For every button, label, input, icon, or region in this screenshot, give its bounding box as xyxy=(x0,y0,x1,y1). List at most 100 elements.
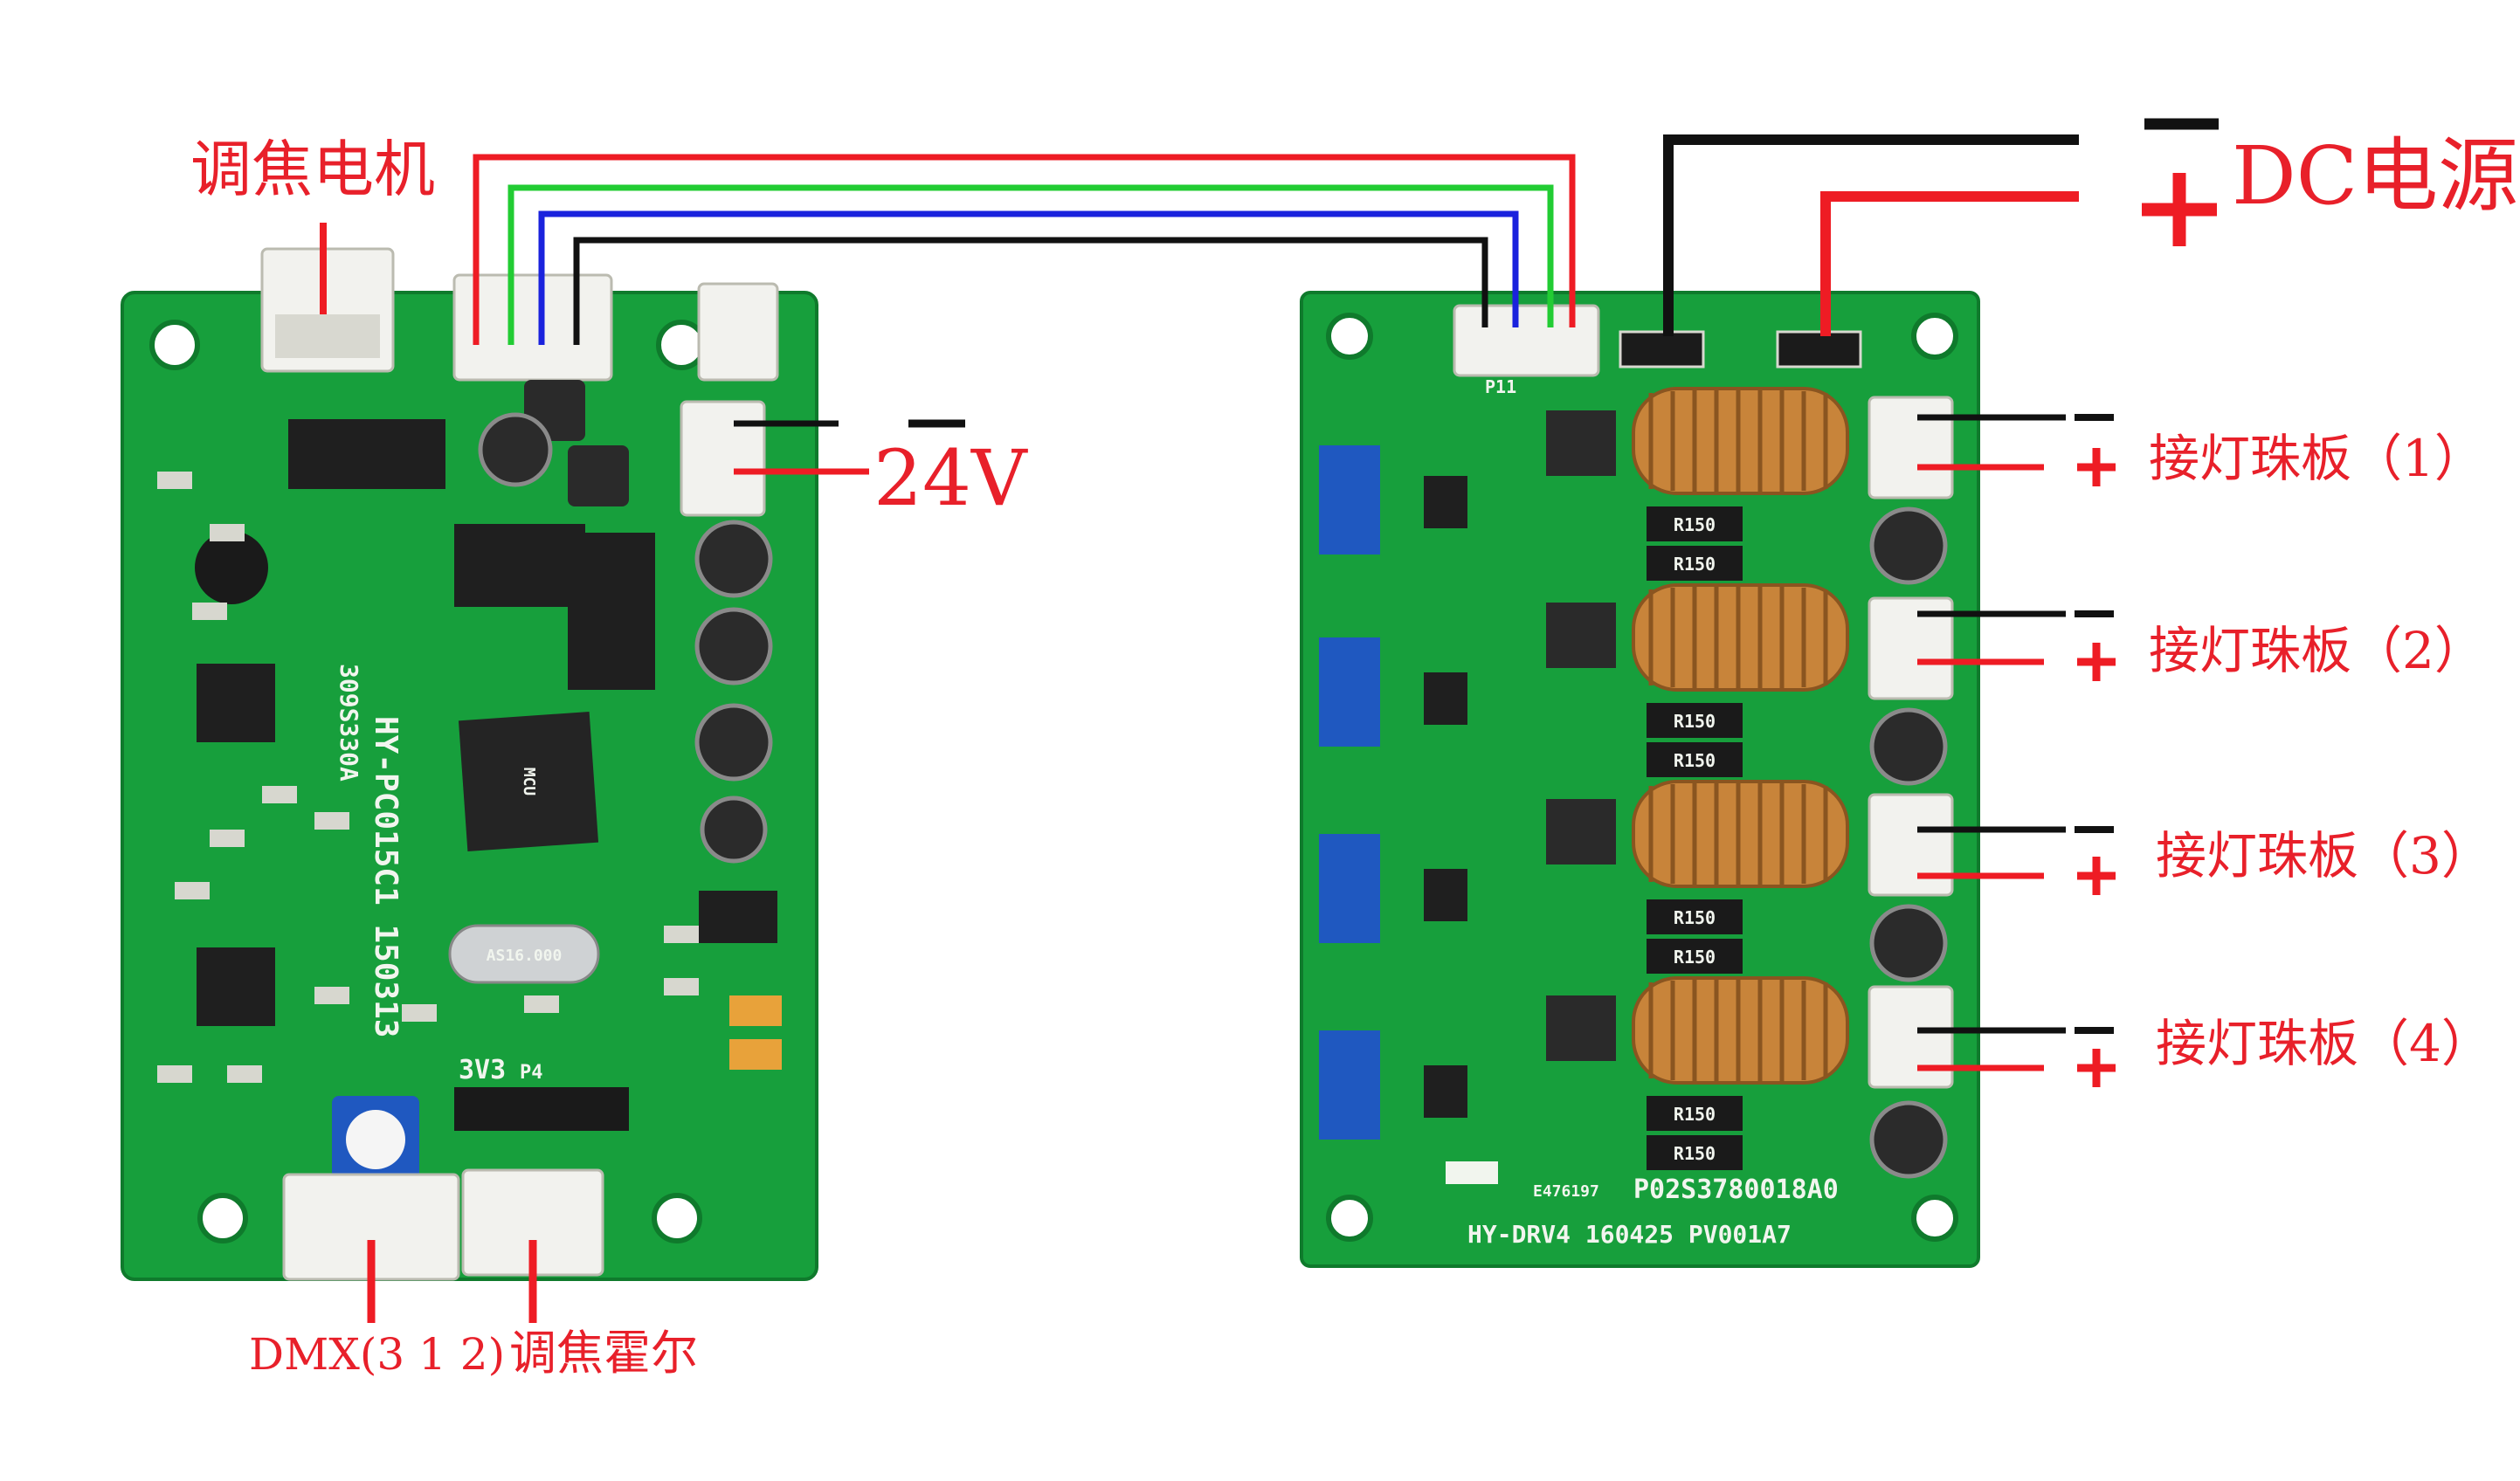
p11-connector xyxy=(1453,304,1600,377)
capacitor xyxy=(1869,707,1948,786)
smd-components xyxy=(157,472,699,1083)
mount-hole xyxy=(1911,1195,1958,1242)
mosfet xyxy=(1546,410,1616,476)
trim-pot xyxy=(1319,834,1380,943)
label-3v3: 3V3 xyxy=(459,1055,506,1085)
output-connector-3 xyxy=(1868,793,1954,897)
mount-hole xyxy=(656,320,707,370)
resistor xyxy=(1647,506,1743,541)
opamp-ic-2 xyxy=(197,947,275,1026)
capacitor xyxy=(694,703,773,782)
driver-board: P11 R150 R150 xyxy=(1300,291,1980,1268)
capacitor xyxy=(1869,904,1948,982)
mount-hole xyxy=(197,1193,248,1243)
mount-hole xyxy=(1326,1195,1373,1242)
mount-hole xyxy=(1326,313,1373,360)
mount-hole xyxy=(149,320,200,370)
trim-pot xyxy=(1319,445,1380,555)
toroid-inductor xyxy=(1632,976,1849,1085)
channel-2: R150 R150 xyxy=(1319,583,1954,786)
resistor-marking: R150 xyxy=(1674,750,1716,771)
mosfet xyxy=(1546,603,1616,668)
channel-4: R150 R150 xyxy=(1319,976,1954,1179)
driver-ic-2 xyxy=(568,533,655,690)
microphone xyxy=(195,531,268,604)
resistor-marking: R150 xyxy=(1674,1104,1716,1125)
channel-1: R150 R150 xyxy=(1319,387,1954,585)
label-dc-power: DC电源 xyxy=(2232,129,2518,223)
label-led-board-1: 接灯珠板（1） xyxy=(2149,429,2485,488)
mount-hole xyxy=(1911,313,1958,360)
crystal xyxy=(448,924,600,984)
transistor-array xyxy=(454,524,585,607)
trim-pot xyxy=(1319,1030,1380,1140)
label-p11: P11 xyxy=(1485,376,1516,397)
output-connector-2 xyxy=(1868,596,1954,700)
capacitor xyxy=(694,520,773,598)
resistor-marking: R150 xyxy=(1674,947,1716,968)
label-p4: P4 xyxy=(520,1062,543,1084)
resistor-marking: R150 xyxy=(1674,711,1716,732)
mosfet xyxy=(1546,799,1616,864)
tantalum-cap xyxy=(729,995,782,1026)
yms-marking: YMS xyxy=(1458,1165,1487,1183)
capacitor xyxy=(478,412,553,487)
label-focus-hall: 调焦霍尔 xyxy=(509,1326,698,1381)
opamp-ic xyxy=(197,664,275,742)
resistor xyxy=(1647,1096,1743,1131)
dc-wire-black xyxy=(1663,134,2079,336)
voltage-regulator xyxy=(699,891,777,943)
inductor xyxy=(568,445,629,506)
e-number-marking: E476197 xyxy=(1533,1182,1599,1201)
mosfet xyxy=(1546,995,1616,1061)
output-connector-4 xyxy=(1868,985,1954,1089)
label-dmx: DMX(3 1 2) xyxy=(249,1329,505,1380)
controller-sub-marking: 309S330A xyxy=(335,664,363,782)
capacitor xyxy=(1869,506,1948,585)
capacitor xyxy=(700,796,768,864)
resistor xyxy=(1647,546,1743,581)
svg-text:MCU: MCU xyxy=(520,768,538,796)
wire-green xyxy=(507,184,1554,345)
header-p4 xyxy=(454,1087,629,1131)
driver-ic xyxy=(288,419,445,489)
label-led-board-4: 接灯珠板（4） xyxy=(2156,1014,2492,1073)
wire-red xyxy=(473,154,1576,345)
channel-3: R150 R150 xyxy=(1319,780,1954,982)
signal-wires xyxy=(473,154,1576,345)
output-connector-1 xyxy=(1868,396,1954,499)
label-24v: 24V xyxy=(873,433,1028,523)
driver-model-marking: HY-DRV4 160425 PV001A7 xyxy=(1467,1220,1792,1249)
crystal-marking: AS16.000 xyxy=(487,947,563,965)
capacitor xyxy=(1869,1100,1948,1179)
resistor-marking: R150 xyxy=(1674,554,1716,575)
wire-blue xyxy=(538,210,1519,345)
driver-serial-marking: P02S3780018A0 xyxy=(1633,1174,1839,1205)
trim-pot xyxy=(1319,637,1380,747)
wire-black xyxy=(573,237,1488,345)
toroid-inductor xyxy=(1632,780,1849,888)
resistor xyxy=(1647,899,1743,934)
mount-hole xyxy=(652,1193,702,1243)
power-24v-input-connector xyxy=(680,400,766,517)
capacitor xyxy=(694,607,773,685)
led-output-wires xyxy=(1917,414,2066,1071)
tantalum-cap xyxy=(729,1039,782,1070)
resistor-marking: R150 xyxy=(1674,514,1716,535)
label-focus-motor: 调焦电机 xyxy=(190,134,435,205)
p9-pad xyxy=(1776,330,1862,369)
toroid-inductor xyxy=(1632,387,1849,495)
resistor xyxy=(1647,742,1743,777)
resistor xyxy=(1647,939,1743,974)
dc-wire-red xyxy=(1820,191,2079,336)
resistor-marking: R150 xyxy=(1674,907,1716,928)
led-polarity-signs xyxy=(2075,414,2116,1087)
resistor xyxy=(1647,703,1743,738)
toroid-inductor xyxy=(1632,583,1849,692)
microcontroller xyxy=(458,711,599,852)
label-led-board-3: 接灯珠板（3） xyxy=(2156,826,2492,885)
controller-model-marking: HY-PC015C1 150313 xyxy=(368,716,404,1037)
dc-plus-sign xyxy=(2142,173,2217,246)
controller-board: MCU AS16.000 3V3 P4 HY-PC015C1 150313 30… xyxy=(121,247,818,1281)
